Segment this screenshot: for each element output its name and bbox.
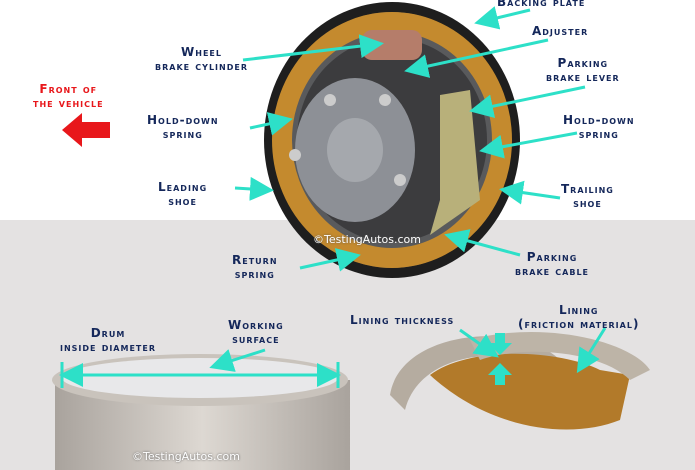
line: Leading xyxy=(158,180,208,194)
line: Hold-down xyxy=(147,113,219,127)
brake-shoes xyxy=(390,331,650,430)
line: Parking xyxy=(526,250,578,264)
brake-drum xyxy=(52,354,350,470)
line: Working xyxy=(228,318,284,332)
line: Wheel xyxy=(181,45,222,59)
label-lining: Lining(friction material) xyxy=(518,303,639,331)
line: shoe xyxy=(573,196,602,210)
label-lining-thickness: Lining thickness xyxy=(350,313,455,327)
line: inside diameter xyxy=(60,340,157,354)
line: surface xyxy=(232,332,280,346)
line: the vehicle xyxy=(33,96,104,110)
line: spring xyxy=(234,267,275,281)
watermark: ©TestingAutos.com xyxy=(132,450,240,463)
line: Lining xyxy=(558,303,599,317)
line: Hold-down xyxy=(563,113,635,127)
label-adjuster: Adjuster xyxy=(532,24,589,38)
line: Front of xyxy=(39,82,98,96)
line: spring xyxy=(162,127,203,141)
line: Parking xyxy=(557,56,609,70)
line: (friction material) xyxy=(518,317,640,331)
line: spring xyxy=(578,127,619,141)
line: brake cylinder xyxy=(155,59,248,73)
line: brake cable xyxy=(515,264,590,278)
brake-assembly xyxy=(264,2,520,278)
line: shoe xyxy=(168,194,197,208)
label-backing-plate: Backing plate xyxy=(497,0,586,9)
line: Return xyxy=(232,253,278,267)
line: Drum xyxy=(90,326,126,340)
drum-diameter-arrow xyxy=(59,362,341,388)
thickness-arrows xyxy=(488,333,512,385)
line: brake lever xyxy=(546,70,620,84)
line: Trailing xyxy=(561,182,614,196)
callout-arrows xyxy=(209,6,607,374)
front-arrow-icon xyxy=(62,113,110,147)
watermark: ©TestingAutos.com xyxy=(313,233,421,246)
